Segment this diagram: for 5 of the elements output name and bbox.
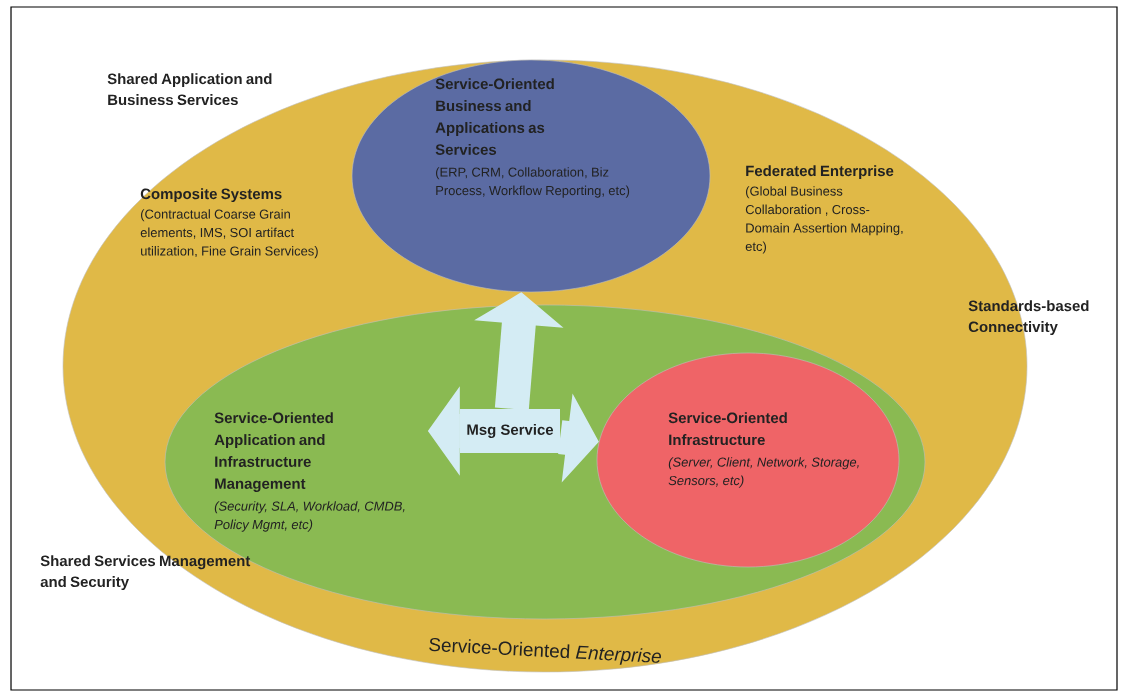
node-label: Msg Service bbox=[467, 424, 554, 438]
message-arrow-hub: Msg Service bbox=[460, 409, 560, 453]
ellipse-region: Service-Oriented Infrastructure (Server, Client, Network, Storage, Sensors, etc) bbox=[596, 352, 900, 568]
ellipse-region: Service-Oriented Business and Applications as Services (ERP, CRM, Collaboration, Biz Process, Workflow Reporting, etc) bbox=[351, 59, 711, 293]
area-label: Shared Application and Business Services bbox=[107, 73, 272, 106]
